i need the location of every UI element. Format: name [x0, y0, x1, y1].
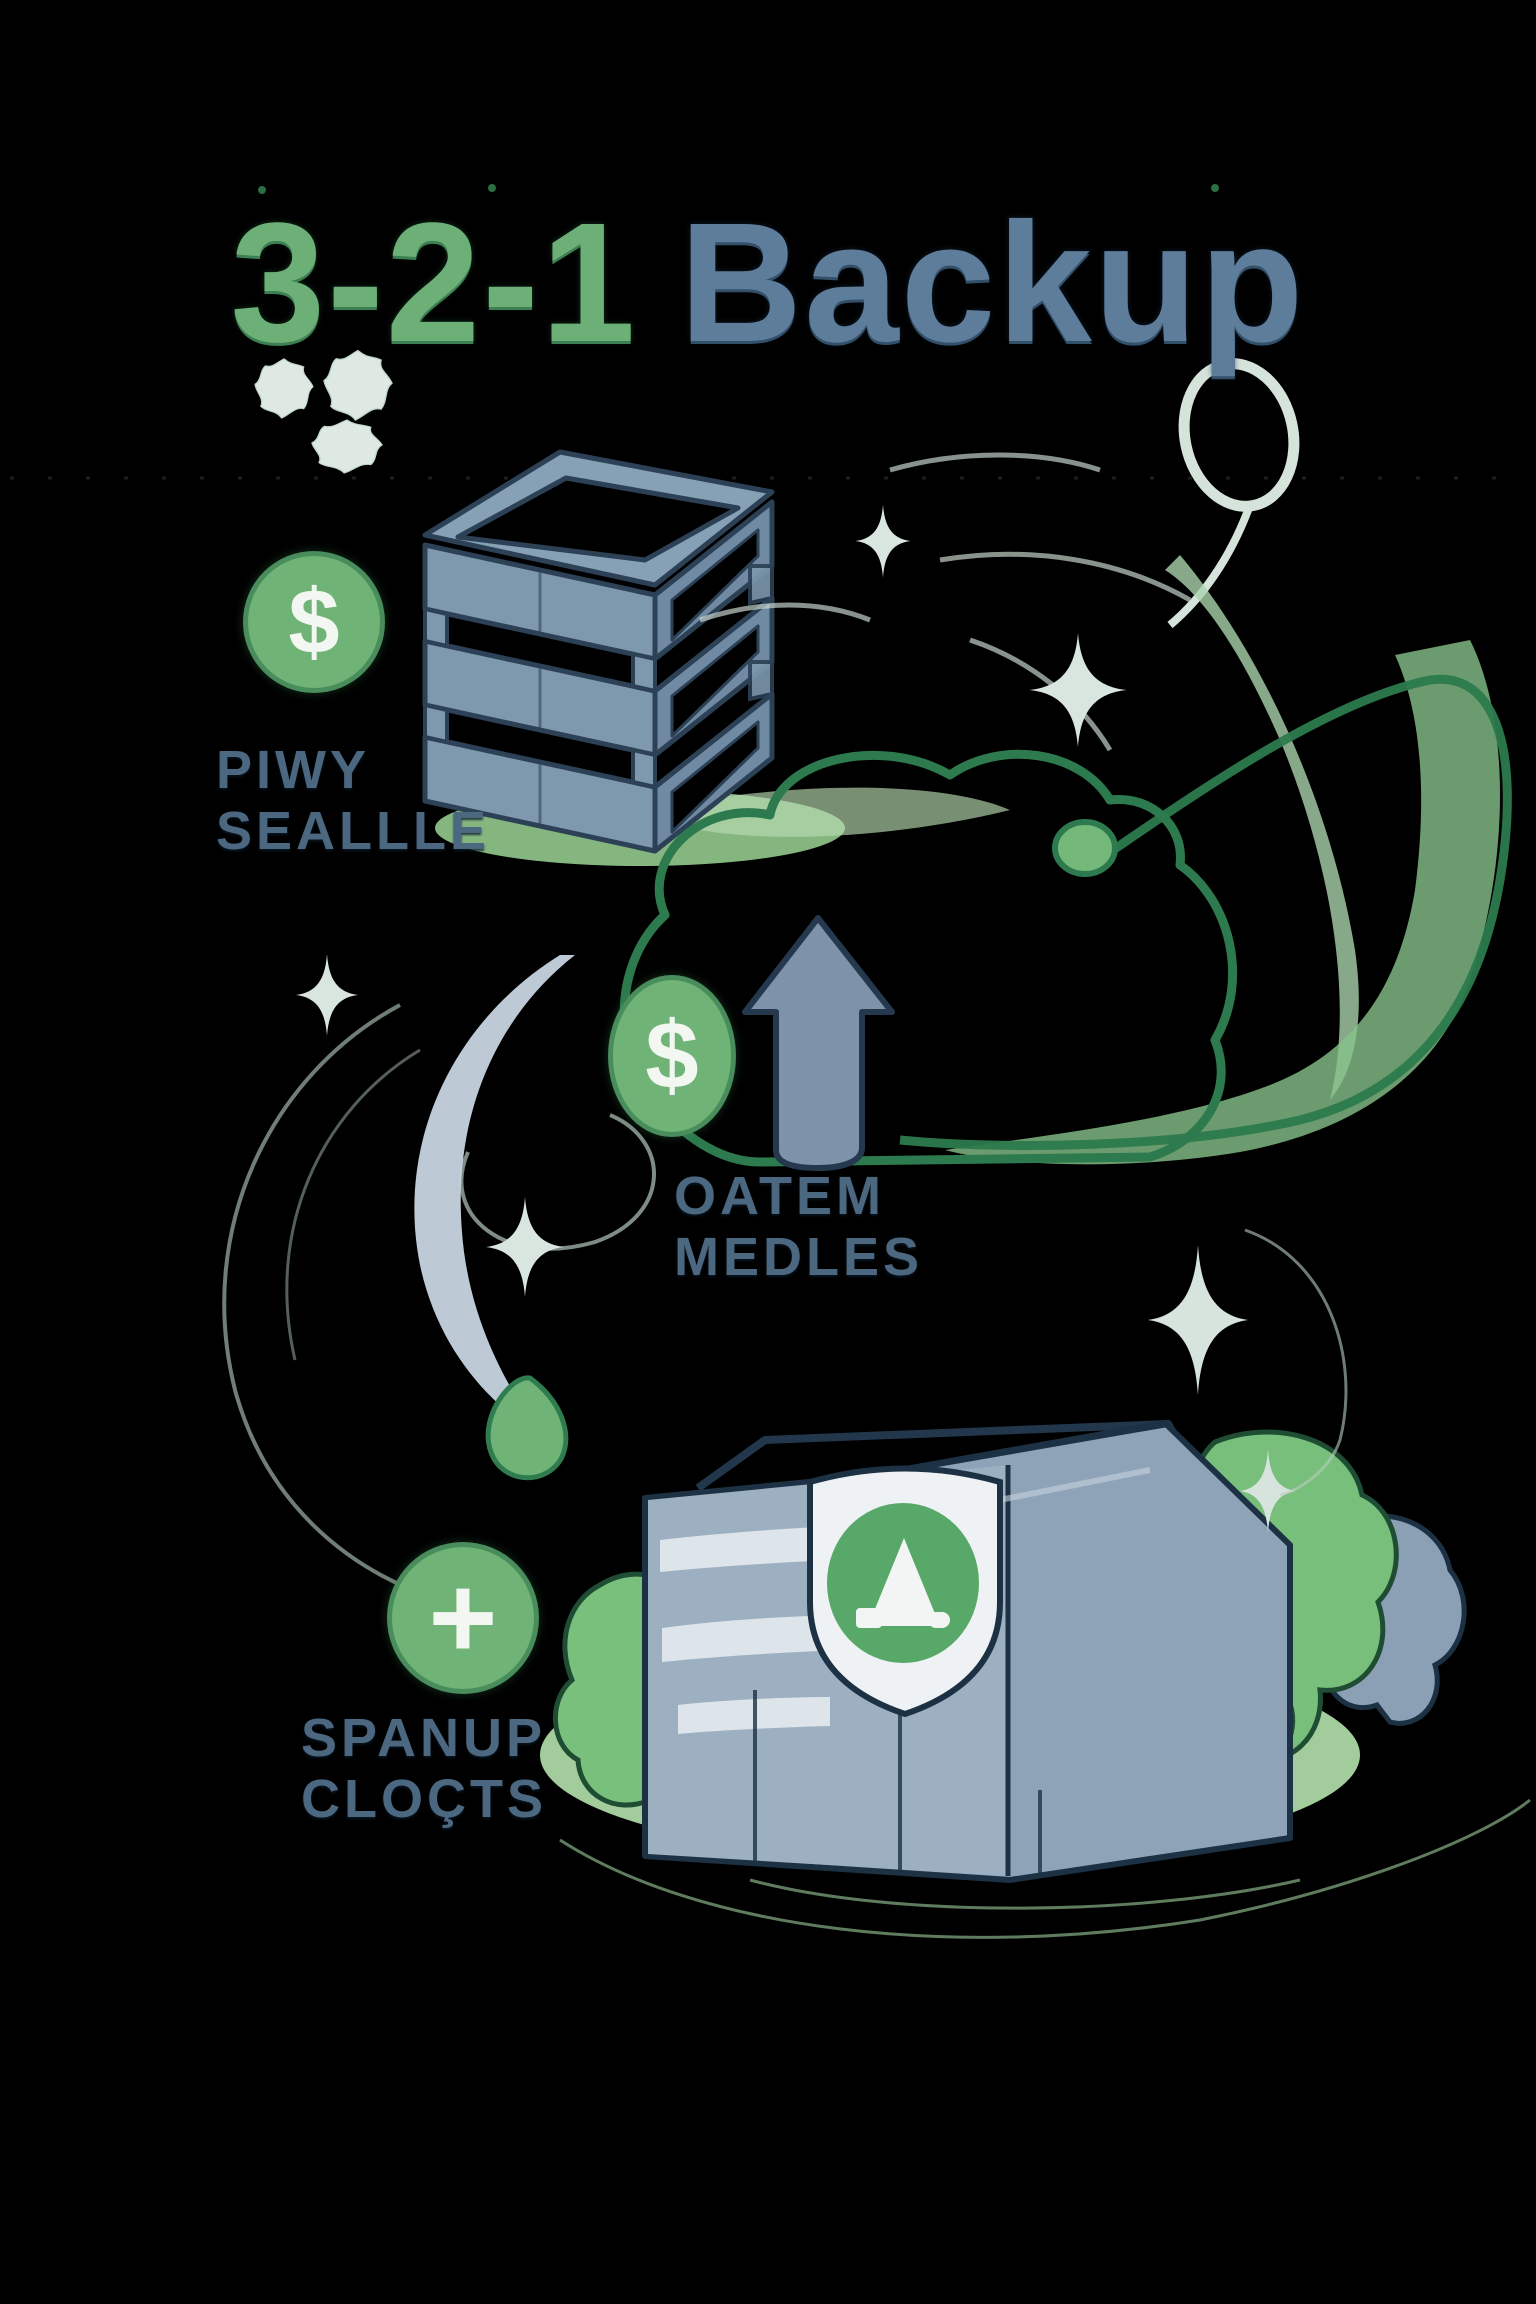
plus-badge-offsite: + [387, 1542, 539, 1694]
left-swirl-decoration [222, 954, 656, 1602]
cloud-outline [619, 749, 1238, 1167]
loop-ring [1167, 358, 1300, 629]
label-media-line1: OATEM [674, 1166, 885, 1226]
ground-sketch-arcs [559, 1798, 1531, 1939]
cloud-node-dot [1052, 819, 1118, 877]
label-offsite-line2: CLOÇTS [301, 1769, 547, 1830]
mountain-icon [868, 1538, 940, 1626]
connector-loop-line [899, 674, 1512, 1150]
green-teardrop [485, 1375, 569, 1481]
label-copies-line1: PIWY [216, 740, 371, 800]
dollar-badge-servers: $ [243, 551, 385, 693]
label-copies-line2: SEALLLE [216, 801, 491, 862]
dollar-badge-cloud: $ [608, 975, 736, 1137]
offsite-storage-illustration [540, 1228, 1531, 1939]
title-specks [258, 184, 1219, 194]
shield-icon [807, 1465, 1003, 1718]
dollar-icon: $ [288, 570, 340, 673]
right-swoosh-upper [1165, 555, 1359, 1100]
cloud-illustration [619, 358, 1512, 1171]
title-number: 3-2-1 [230, 188, 638, 378]
server-stack-illustration [422, 449, 1010, 866]
label-copies: PIWY SEALLLE [216, 740, 490, 862]
green-brush-swoosh [945, 640, 1500, 1165]
label-media-line2: MEDLES [674, 1227, 924, 1288]
label-offsite: SPANUP CLOÇTS [301, 1708, 547, 1830]
title-word: Backup [679, 188, 1306, 378]
pale-arc [414, 955, 575, 1438]
upload-arrow-icon [742, 915, 895, 1171]
wispy-streaks [699, 452, 1192, 752]
label-media: OATEM MEDLES [674, 1166, 923, 1288]
label-offsite-line1: SPANUP [301, 1708, 547, 1768]
sketch-arc-right [1244, 1228, 1348, 1497]
dollar-icon: $ [645, 1002, 699, 1109]
plus-icon: + [428, 1552, 498, 1684]
